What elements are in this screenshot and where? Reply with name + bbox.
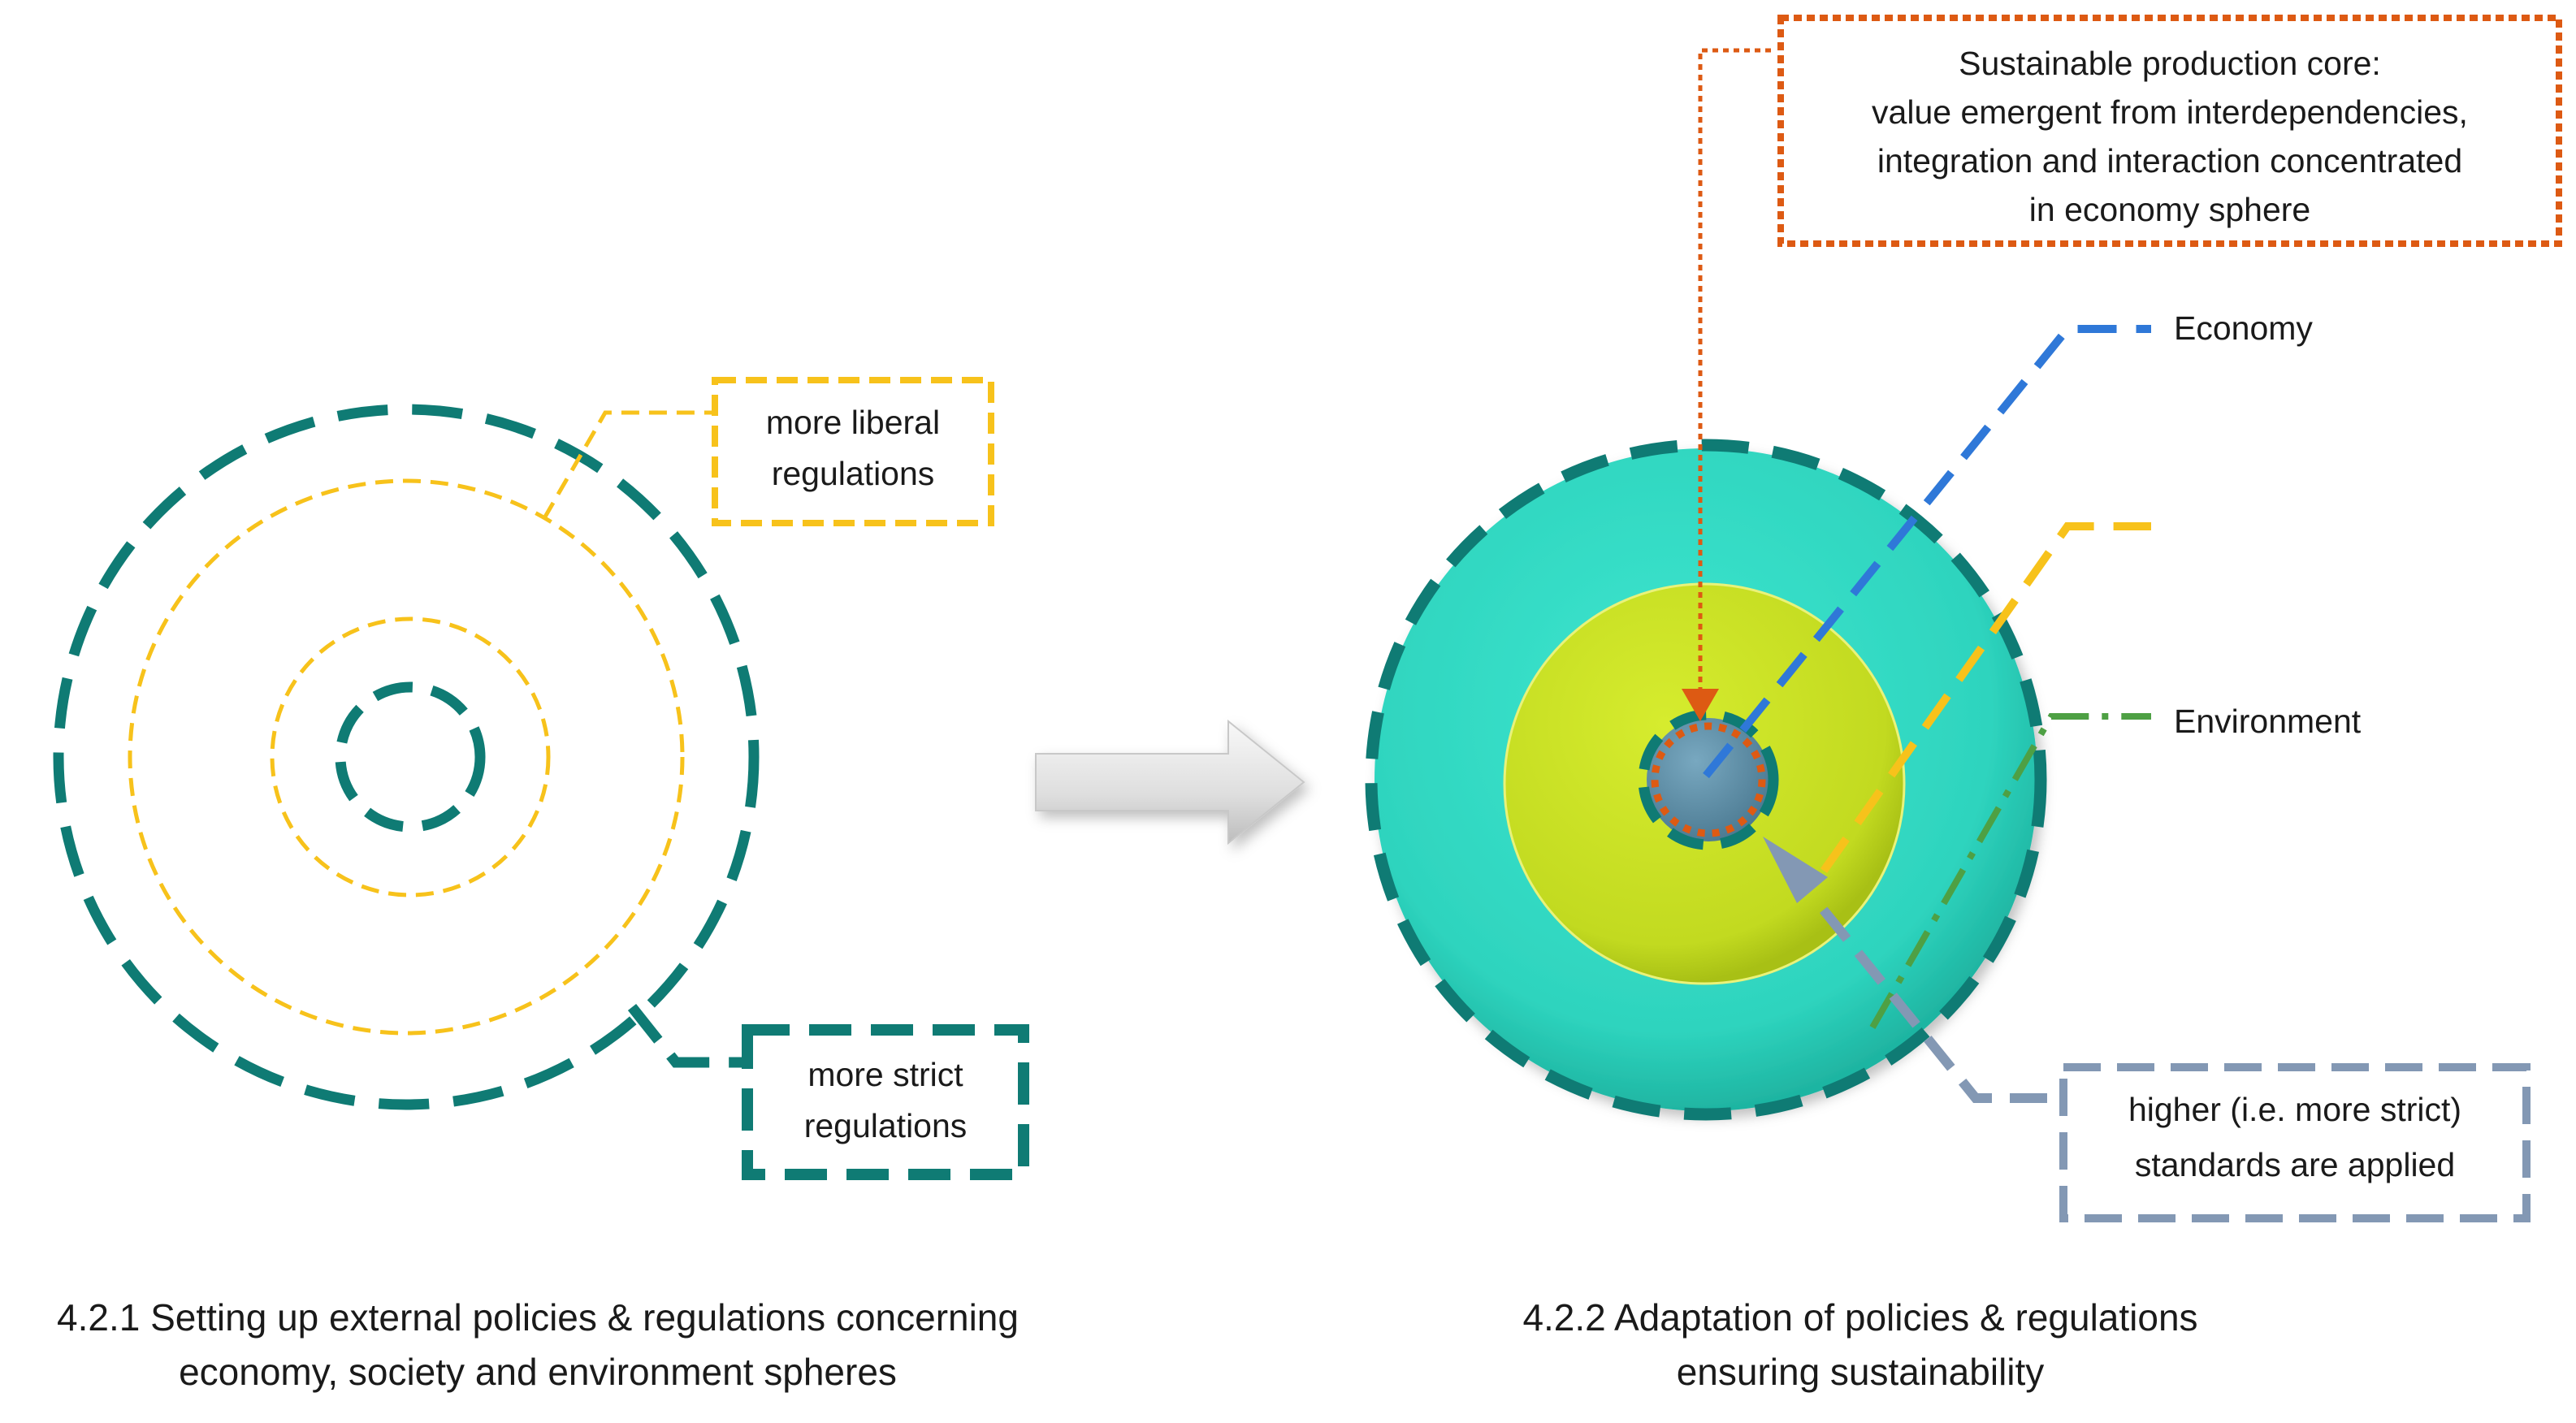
strict-regulations-box <box>742 1024 1029 1180</box>
right-caption-line2: ensuring sustainability <box>1677 1351 2045 1393</box>
strict-box-line2: regulations <box>804 1107 968 1144</box>
society-leader-line <box>1820 522 2151 873</box>
core-orange-dotted-ring <box>1651 722 1766 837</box>
outer-yellow-dashed-circle <box>128 478 685 1036</box>
strict-connector <box>627 1003 746 1068</box>
inner-yellow-dashed-circle <box>270 616 551 897</box>
standards-box-line2: standards are applied <box>2135 1146 2455 1183</box>
transition-arrow <box>1035 719 1305 846</box>
standards-connector <box>1814 900 2047 1103</box>
environment-label: Environment <box>2174 703 2362 740</box>
inner-teal-dashed-circle <box>335 681 486 833</box>
liberal-box-line2: regulations <box>772 455 935 492</box>
right-caption-line1: 4.2.2 Adaptation of policies & regulatio… <box>1522 1296 2197 1339</box>
outer-teal-dashed-circle <box>53 404 760 1110</box>
right-panel: Sustainable production core: value emerg… <box>1365 15 2562 1393</box>
standards-arrowhead <box>1763 837 1828 903</box>
core-box-line1: Sustainable production core: <box>1959 45 2381 82</box>
outer-teal-dashed-ring <box>1365 439 2047 1121</box>
core-box-line3: integration and interaction concentrated <box>1877 142 2462 179</box>
liberal-regulations-box <box>712 377 994 526</box>
core-teal-dashed-ring <box>1638 709 1779 850</box>
standards-box-line1: higher (i.e. more strict) <box>2128 1091 2461 1128</box>
economy-label: Economy <box>2174 309 2313 347</box>
liberal-box-line1: more liberal <box>766 404 940 441</box>
left-panel: more liberal regulations more strict reg… <box>53 377 1029 1393</box>
standards-box <box>2059 1063 2531 1222</box>
left-caption-line2: economy, society and environment spheres <box>179 1351 897 1393</box>
liberal-connector <box>542 410 715 520</box>
economy-leader-line <box>1703 325 2151 779</box>
core-box-line4: in economy sphere <box>2029 191 2310 228</box>
core-connector <box>1698 48 1771 705</box>
left-caption-line1: 4.2.1 Setting up external policies & reg… <box>57 1296 1019 1339</box>
core-description-box <box>1777 15 2562 247</box>
production-core <box>1647 718 1770 841</box>
strict-box-line1: more strict <box>807 1056 963 1093</box>
environment-leader-line <box>1869 713 2151 1029</box>
core-box-line2: value emergent from interdependencies, <box>1872 93 2468 131</box>
core-arrowhead <box>1682 689 1719 721</box>
